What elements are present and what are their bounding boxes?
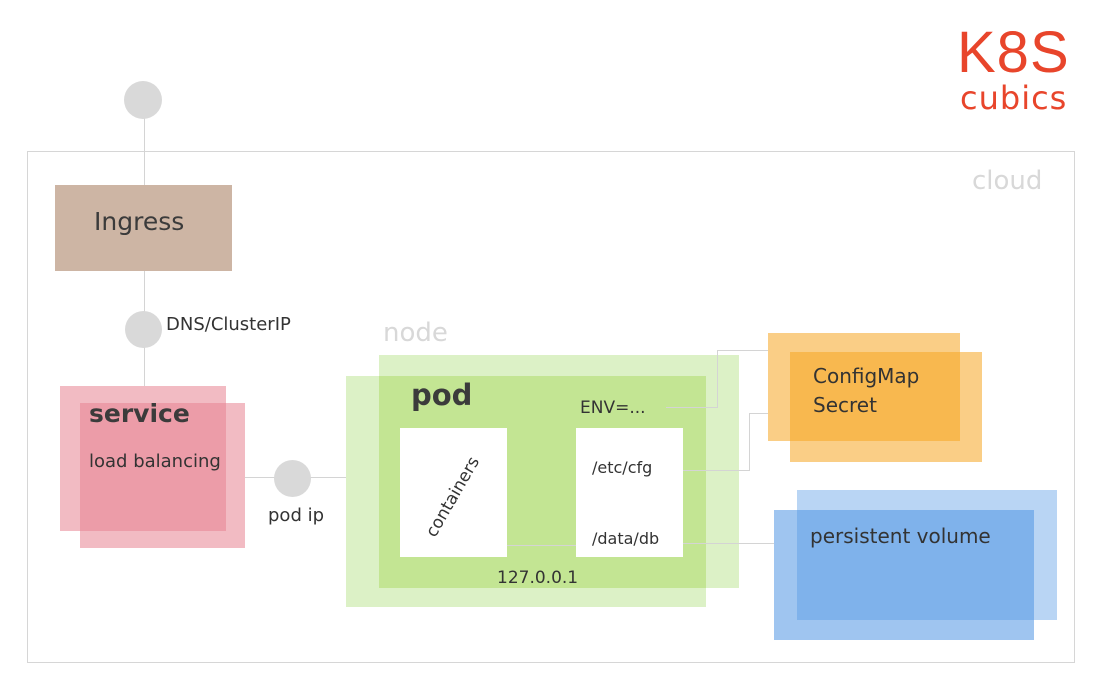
dns-label: DNS/ClusterIP <box>166 314 291 335</box>
service-label: service <box>89 399 190 428</box>
db-mount-label: /data/db <box>592 529 660 548</box>
env-label: ENV=... <box>580 398 646 418</box>
localhost-label: 127.0.0.1 <box>497 568 579 588</box>
connector-db-volume <box>683 543 774 544</box>
secret-label: Secret <box>813 393 877 417</box>
load-balancing-label: load balancing <box>89 451 221 472</box>
node-label: node <box>383 318 448 348</box>
configmap-label: ConfigMap <box>813 364 920 388</box>
connector-env-config-a <box>666 407 718 408</box>
configmap-secret-label: ConfigMap Secret <box>813 362 919 420</box>
configmap-box-front <box>790 352 982 462</box>
connector-env-config-b <box>717 350 718 408</box>
connector-entry-ingress <box>144 118 145 185</box>
dns-dot <box>125 311 162 348</box>
logo-subtitle: cubics <box>960 79 1068 117</box>
entry-point-dot <box>124 81 162 119</box>
connector-containers-db <box>507 545 576 546</box>
pod-ip-label: pod ip <box>268 505 325 526</box>
volume-box-front <box>774 510 1034 640</box>
connector-cfg-config-c <box>749 413 768 414</box>
pod-label: pod <box>411 378 473 412</box>
connector-cfg-config-a <box>683 470 750 471</box>
connector-cfg-config-b <box>749 413 750 471</box>
ingress-label: Ingress <box>94 207 185 236</box>
service-box-front <box>80 403 245 548</box>
containers-box <box>400 428 507 557</box>
ingress-box <box>55 185 232 271</box>
cfg-mount-label: /etc/cfg <box>592 458 653 477</box>
logo-title: K8S <box>957 20 1070 85</box>
cloud-label: cloud <box>972 166 1043 196</box>
cloud-boundary <box>27 151 1075 663</box>
persistent-volume-label: persistent volume <box>810 524 991 548</box>
mounts-box <box>576 428 683 557</box>
pod-ip-dot <box>274 460 311 497</box>
connector-env-config-c <box>717 350 768 351</box>
